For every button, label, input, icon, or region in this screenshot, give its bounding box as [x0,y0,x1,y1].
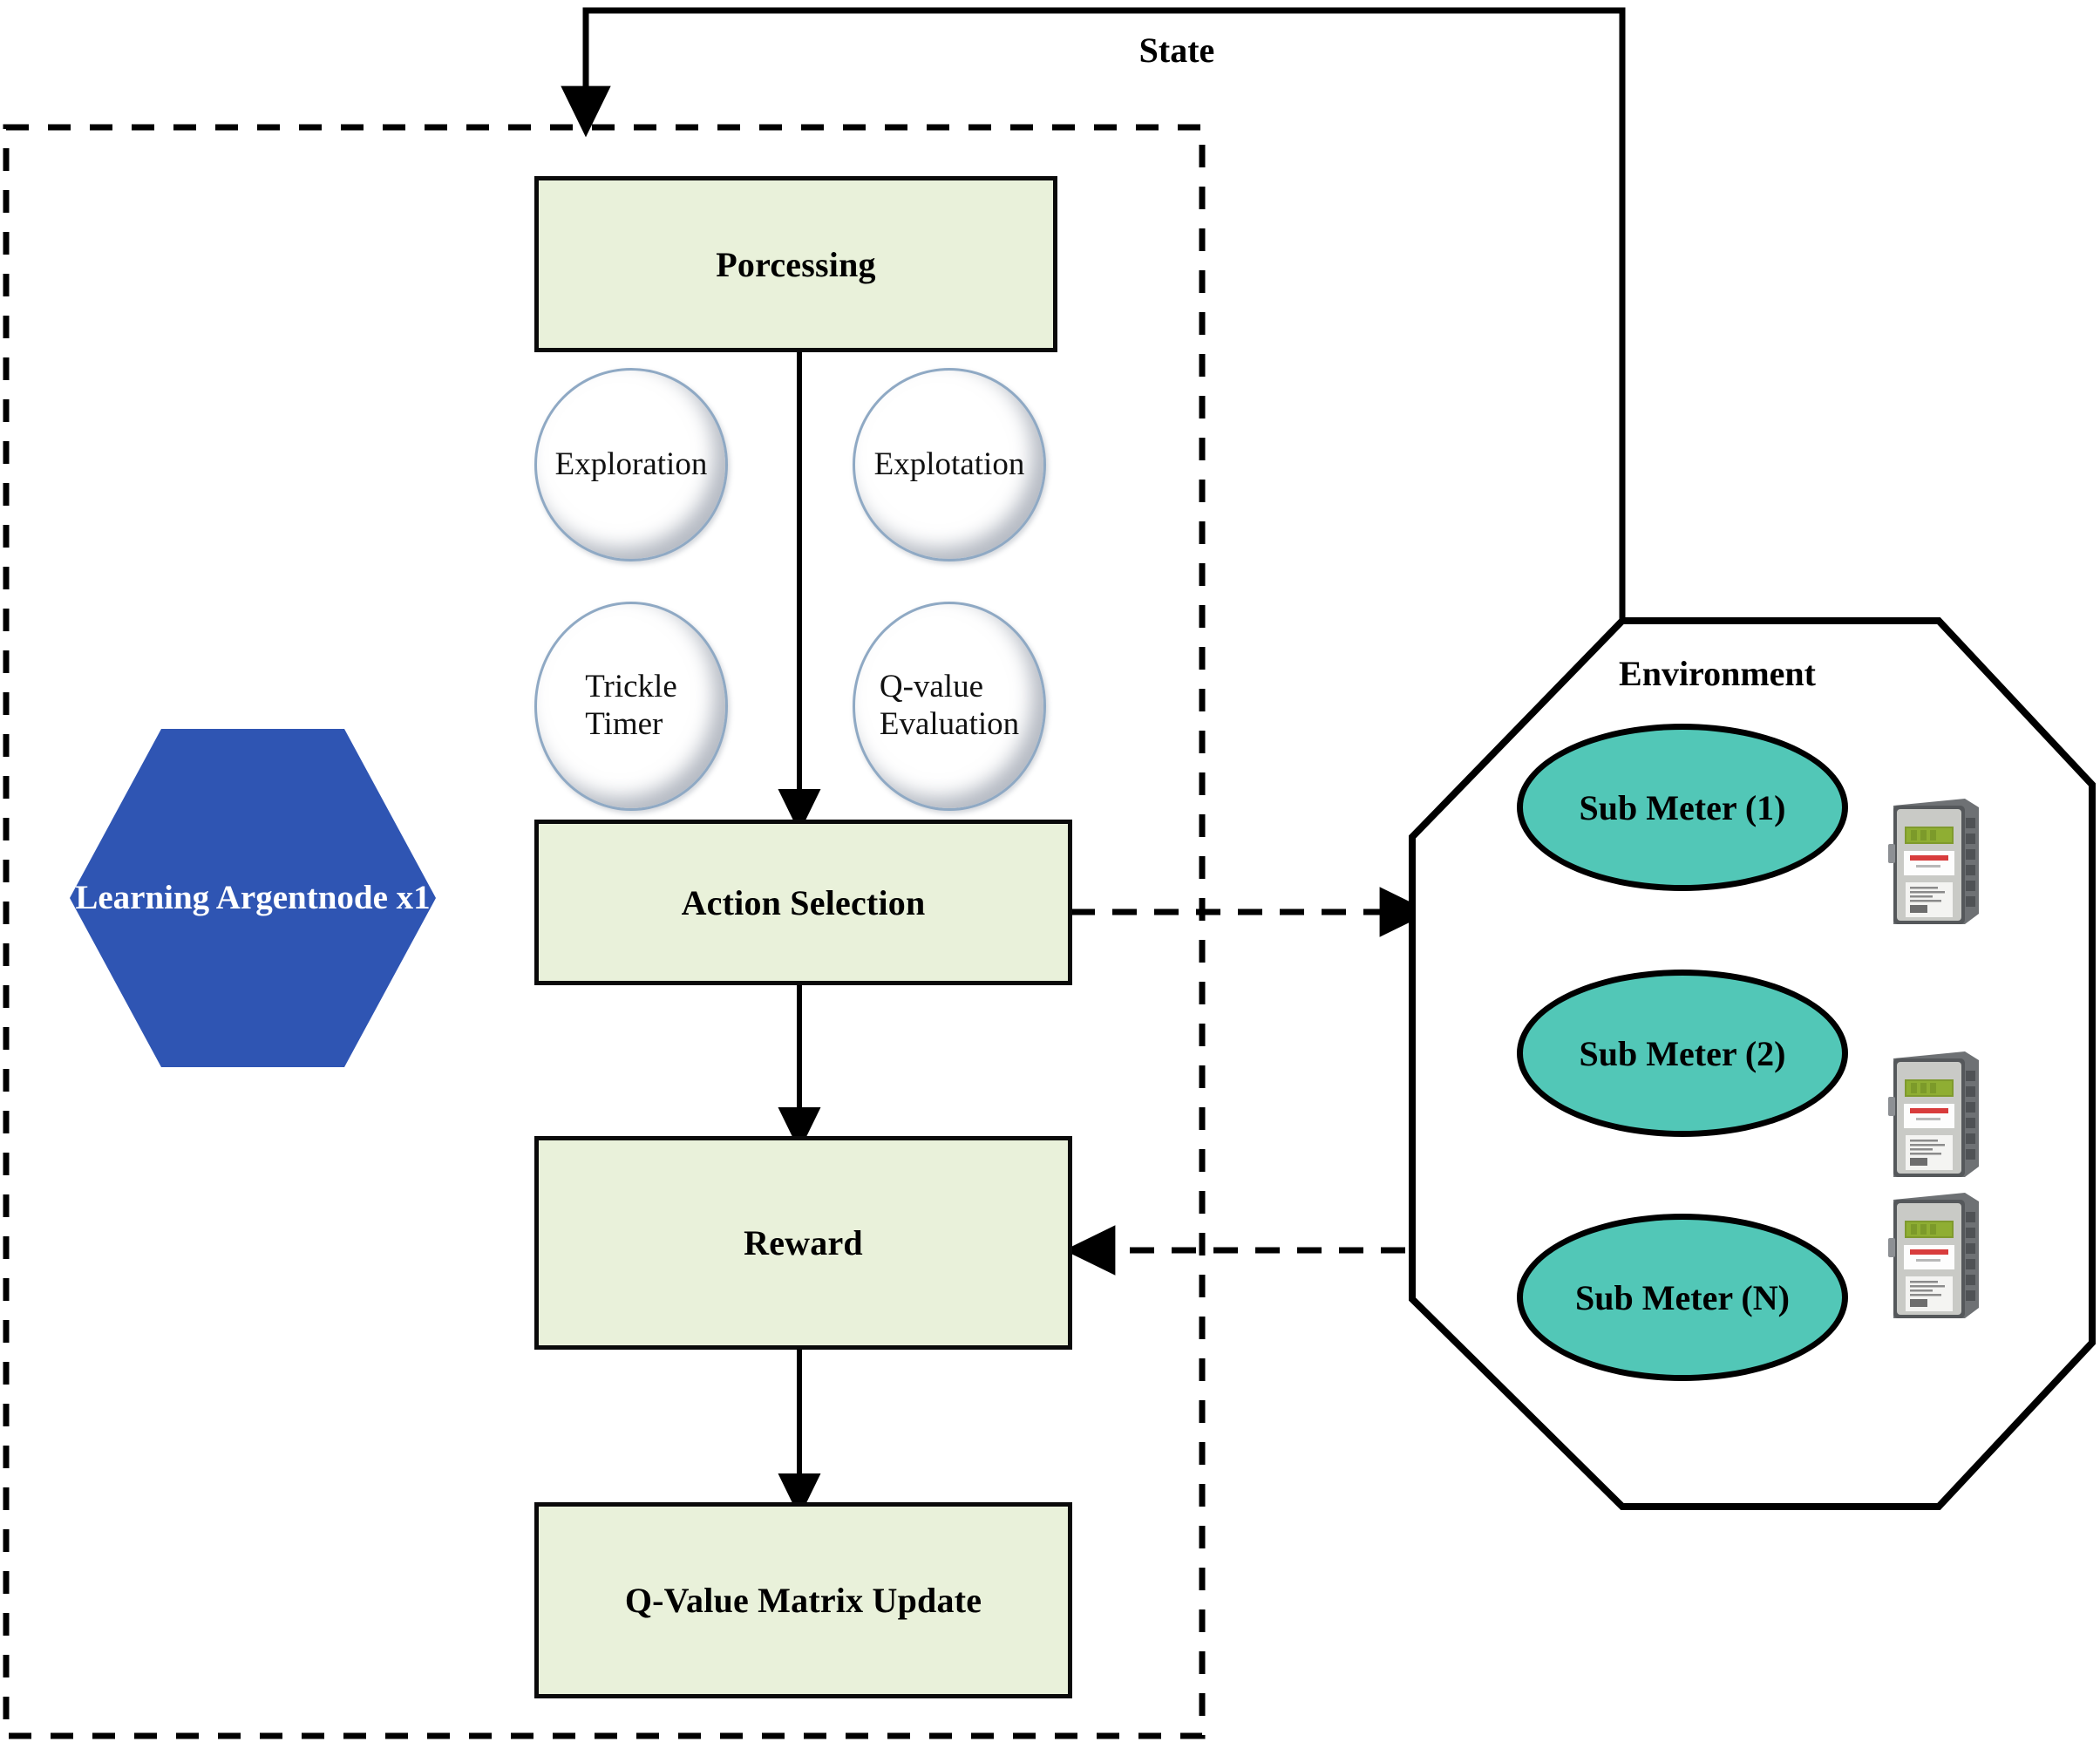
explotation-label: Explotation [873,446,1025,482]
option-circle-q-value-evaluation[interactable]: Q-value Evaluation [853,602,1046,811]
state-label: State [1138,30,1215,70]
option-circle-trickle-timer[interactable]: Trickle Timer [534,602,728,811]
sub-meter-N-label: Sub Meter (N) [1575,1277,1790,1317]
processing-label: Porcessing [716,244,876,284]
q-value-matrix-update-label: Q-Value Matrix Update [624,1581,982,1620]
q-value-evaluation-line-1: Q-value [879,669,984,705]
trickle-timer-line-2: Timer [585,706,663,742]
sub-meter-ellipse-1[interactable]: Sub Meter (1) [1517,724,1848,891]
q-value-evaluation-line-2: Evaluation [879,706,1020,742]
sub-meter-device-3-icon [1881,1186,1986,1325]
hexagon-shape [70,729,436,1067]
learning-agent-label: Learning Argent node x1 [70,724,436,1072]
environment-title: Environment [1619,653,1816,693]
reward-box[interactable]: Reward [534,1136,1072,1350]
learning-agent-line-2: node x1 [317,879,431,917]
option-circle-exploration[interactable]: Exploration [534,368,728,561]
option-circle-explotation[interactable]: Explotation [853,368,1046,561]
exploration-label: Exploration [554,446,708,482]
processing-box[interactable]: Porcessing [534,176,1057,352]
reward-label: Reward [744,1223,863,1262]
sub-meter-ellipse-N[interactable]: Sub Meter (N) [1517,1214,1848,1381]
q-value-matrix-update-box[interactable]: Q-Value Matrix Update [534,1502,1072,1698]
sub-meter-device-2-icon [1881,1045,1986,1184]
action-selection-box[interactable]: Action Selection [534,820,1072,985]
sub-meter-1-label: Sub Meter (1) [1579,787,1786,827]
sub-meter-device-1-icon [1881,792,1986,931]
trickle-timer-label: Trickle Timer [585,669,677,743]
trickle-timer-line-1: Trickle [585,669,677,705]
sub-meter-2-label: Sub Meter (2) [1579,1033,1786,1073]
sub-meter-ellipse-2[interactable]: Sub Meter (2) [1517,970,1848,1137]
action-selection-label: Action Selection [681,882,926,922]
learning-agent-node[interactable]: Learning Argent node x1 [70,724,436,1072]
q-value-evaluation-label: Q-value Evaluation [880,669,1019,743]
learning-agent-line-1: Learning Argent [75,879,318,917]
